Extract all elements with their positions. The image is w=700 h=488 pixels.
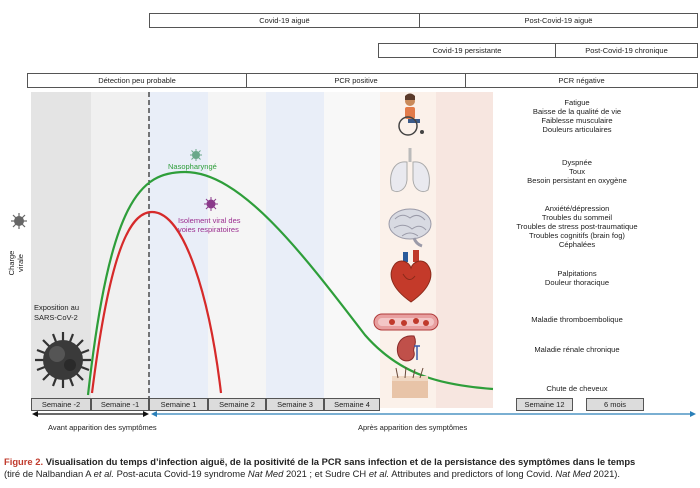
- figure-number: Figure 2.: [4, 456, 44, 467]
- symptom-group-3: Anxiété/dépression Troubles du sommeil T…: [516, 204, 638, 249]
- header-pcr-negative: PCR négative: [465, 73, 698, 88]
- header-persistent: Covid-19 persistante: [378, 43, 556, 58]
- week-minus-1: Semaine -1: [91, 398, 149, 411]
- naso-curve: [86, 170, 494, 396]
- symptom-group-5: Maladie thromboembolique: [531, 315, 623, 324]
- band-week-2: [208, 92, 266, 408]
- heart-icon: [390, 250, 432, 303]
- resp-label: Isolement viral des voies respiratoires: [178, 216, 241, 234]
- week-2: Semaine 2: [208, 398, 266, 411]
- symptom-group-6: Maladie rénale chronique: [534, 345, 620, 354]
- symptom-group-1: Fatigue Baisse de la qualité de vie Faib…: [532, 98, 622, 134]
- wheelchair-person-icon: [398, 93, 424, 136]
- blood-vessel-icon: [373, 313, 439, 331]
- band-week-4: [324, 92, 380, 408]
- resp-curve: [90, 210, 223, 394]
- exposure-label: Exposition au SARS-CoV-2: [34, 303, 80, 322]
- header-post-acute: Post-Covid-19 aiguë: [419, 13, 698, 28]
- virus-naso-icon: [190, 149, 202, 161]
- week-1: Semaine 1: [149, 398, 208, 411]
- symptom-group-7: Chute de cheveux: [546, 384, 608, 393]
- virus-axis-icon: [11, 213, 27, 229]
- brain-icon: [388, 208, 432, 248]
- y-axis-label: Charge virale: [7, 250, 25, 276]
- band-6-months: [436, 92, 493, 408]
- virus-exposure-icon: [35, 332, 91, 388]
- week-minus-2: Semaine -2: [31, 398, 91, 411]
- band-week-1: [149, 92, 208, 408]
- figure-title: Visualisation du temps d’infection aiguë…: [45, 456, 636, 467]
- symptom-group-2: Dyspnée Toux Besoin persistant en oxygèn…: [527, 158, 627, 185]
- band-week-3: [266, 92, 324, 408]
- figure-caption: Figure 2. Visualisation du temps d’infec…: [4, 456, 636, 479]
- week-12: Semaine 12: [516, 398, 573, 411]
- before-symptoms-label: Avant apparition des symptômes: [48, 423, 157, 432]
- after-symptoms-label: Après apparition des symptômes: [358, 423, 468, 432]
- kidney-icon: [396, 335, 420, 362]
- week-4: Semaine 4: [324, 398, 380, 411]
- naso-label: Nasopharyngé: [168, 162, 217, 171]
- hair-skin-icon: [392, 366, 428, 398]
- lungs-icon: [390, 148, 430, 193]
- header-chronic: Post-Covid-19 chronique: [555, 43, 698, 58]
- virus-resp-icon: [204, 197, 218, 211]
- symptom-group-4: Palpitations Douleur thoracique: [544, 269, 610, 287]
- six-months: 6 mois: [586, 398, 644, 411]
- week-3: Semaine 3: [266, 398, 324, 411]
